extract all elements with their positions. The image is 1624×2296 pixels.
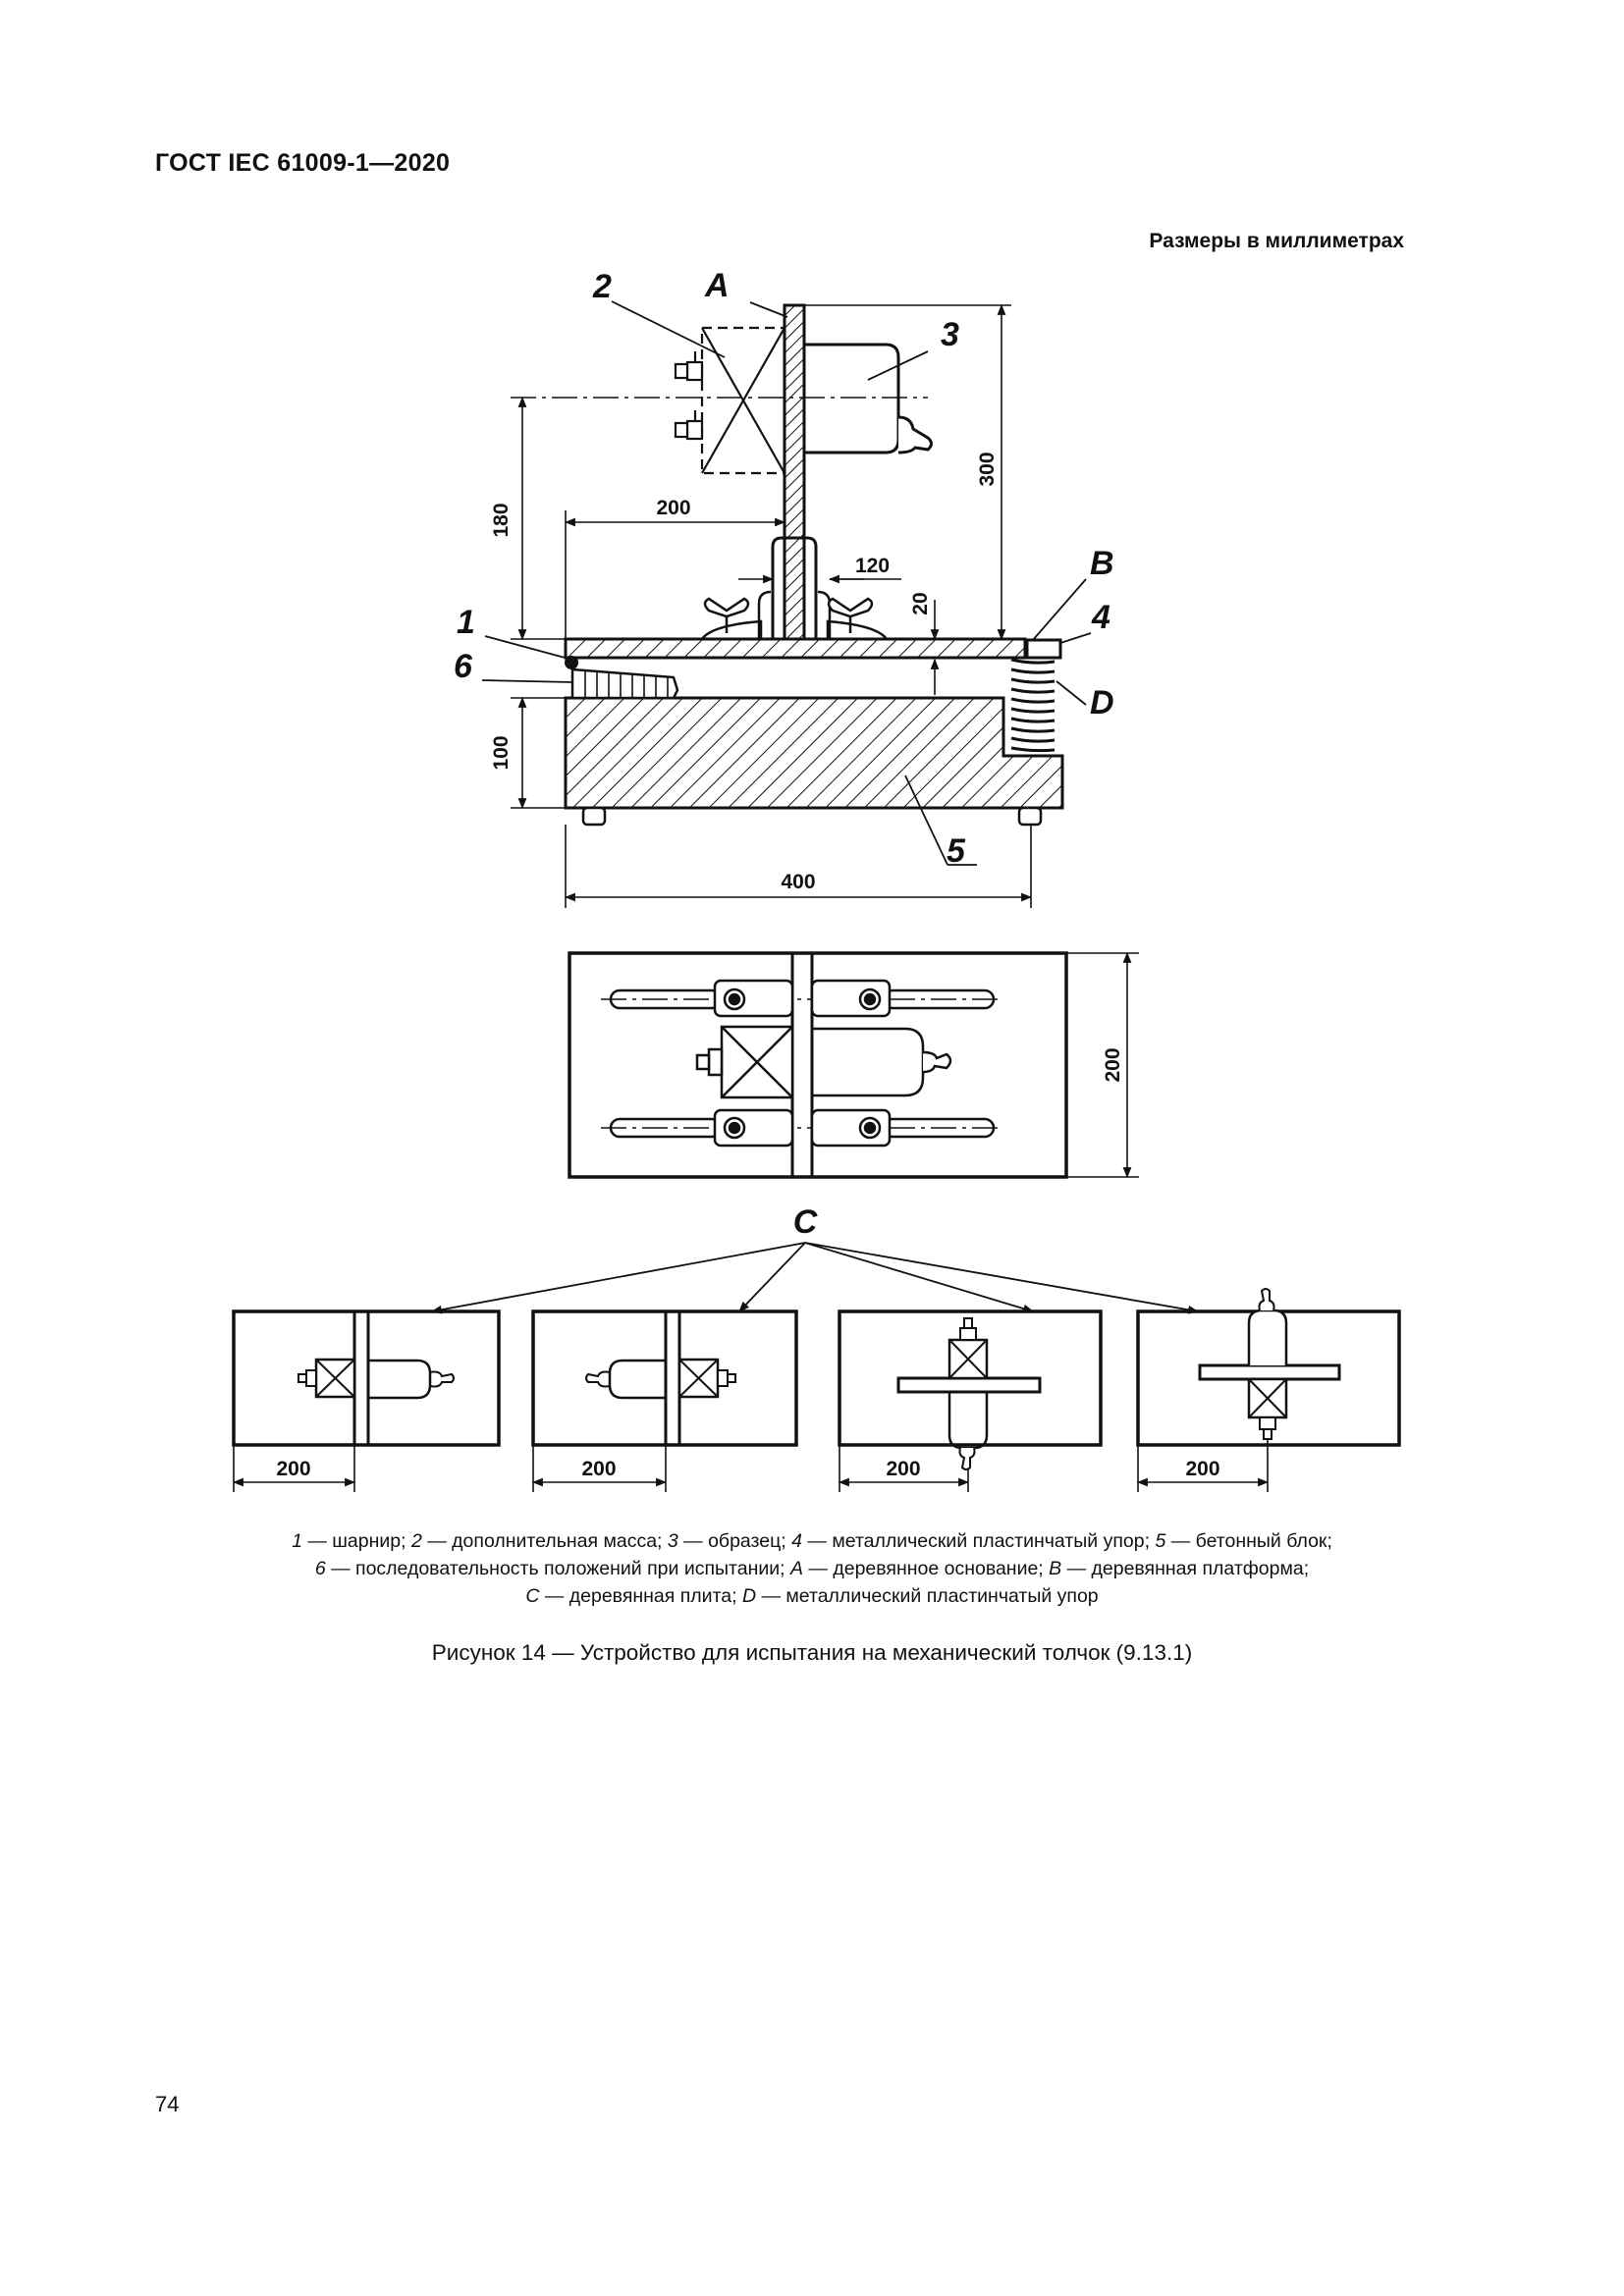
wooden-platform — [564, 637, 1027, 660]
test-positions — [232, 1242, 1401, 1492]
dim-400: 400 — [781, 871, 815, 893]
elevation-view — [481, 300, 1092, 908]
legend-line-1: 1 — шарнир; 2 — дополнительная масса; 3 … — [292, 1530, 1332, 1552]
callout-4: 4 — [1091, 599, 1110, 636]
callout-6: C — [793, 1203, 818, 1241]
dim-100: 100 — [490, 735, 513, 770]
figure-caption: Рисунок 14 — Устройство для испытания на… — [431, 1640, 1193, 1665]
callout-A: 6 — [454, 648, 473, 685]
dim-300: 300 — [976, 452, 999, 486]
specimen — [804, 343, 933, 454]
wing-nut-left — [703, 597, 750, 633]
test-apparatus-figure: 2 A 3 1 6 B 4 D 5 180 200 300 120 20 100… — [232, 267, 1401, 1492]
dim-200-pos2: 200 — [581, 1458, 616, 1480]
legend-line-2: 6 — последовательность положений при исп… — [314, 1558, 1310, 1579]
figure-legend: 1 — шарнир; 2 — дополнительная масса; 3 … — [157, 1527, 1467, 1610]
document-header: ГОСТ IEC 61009-1—2020 — [155, 149, 451, 177]
callout-5: 5 — [947, 832, 966, 870]
callout-B: B — [1090, 545, 1114, 582]
callout-2: 2 — [592, 268, 612, 305]
wing-nut-right — [827, 597, 874, 633]
page-number: 74 — [155, 2092, 180, 2116]
position-panel-3 — [838, 1309, 1103, 1492]
units-note: Размеры в миллиметрах — [1149, 230, 1404, 252]
dim-200-plan: 200 — [1102, 1047, 1124, 1082]
concrete-block — [564, 696, 1064, 810]
spring — [1010, 658, 1056, 753]
dim-180: 180 — [490, 503, 513, 537]
position-panel-1 — [232, 1309, 501, 1492]
additional-mass — [674, 326, 786, 475]
leader-lines — [481, 300, 1092, 866]
dim-20: 20 — [909, 592, 932, 614]
legend-line-3: C — деревянная плита; D — металлический … — [525, 1585, 1099, 1607]
wooden-base-wedge — [570, 667, 679, 700]
callout-C: A — [704, 267, 730, 304]
dim-120: 120 — [855, 555, 890, 577]
dim-200-pos4: 200 — [1185, 1458, 1219, 1480]
dim-200-pos3: 200 — [886, 1458, 920, 1480]
dimension-lines — [511, 303, 1033, 908]
dim-200-top: 200 — [656, 497, 690, 519]
elevation-labels: 2 A 3 1 6 B 4 D 5 180 200 300 120 20 100… — [454, 267, 1114, 893]
callout-3: 3 — [941, 316, 959, 353]
plan-view — [568, 951, 1139, 1179]
callout-D: D — [1090, 684, 1114, 721]
position-panel-2 — [531, 1309, 798, 1492]
position-panel-4 — [1136, 1288, 1401, 1492]
callout-1: 1 — [457, 604, 475, 641]
dim-200-pos1: 200 — [276, 1458, 310, 1480]
wooden-plate — [783, 303, 806, 641]
